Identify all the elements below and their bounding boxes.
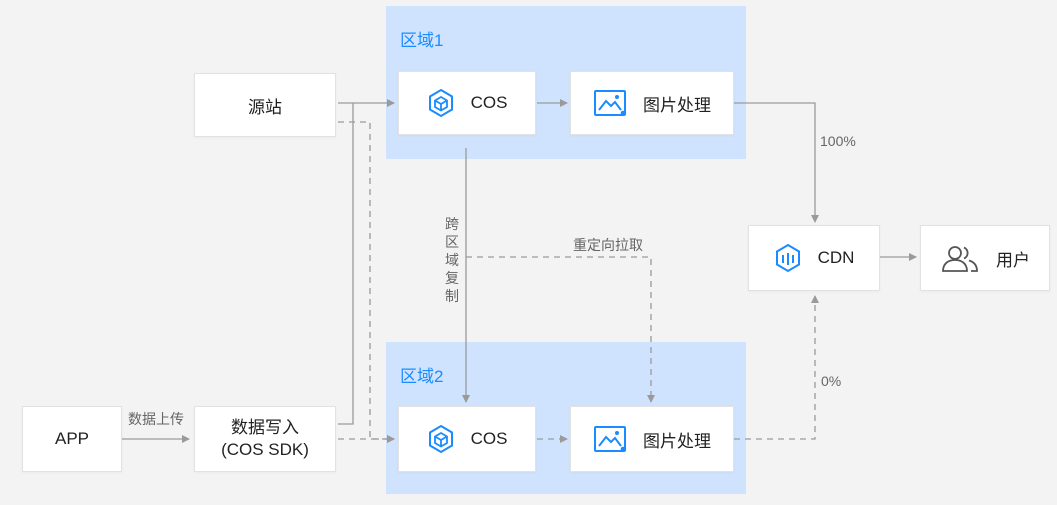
- cdn-node: CDN: [748, 225, 880, 291]
- cos-sdk-label: (COS SDK): [221, 440, 309, 459]
- cube-hexagon-icon: [427, 424, 455, 454]
- edge-img2-cdn-dashed: [734, 295, 819, 440]
- image-icon: [593, 88, 627, 118]
- image-processing-label: 图片处理: [643, 95, 711, 115]
- edge-write-origin: [338, 103, 354, 425]
- image-icon: [593, 424, 627, 454]
- app-label: APP: [54, 429, 90, 448]
- cube-hexagon-icon: [427, 88, 455, 118]
- user-node: 用户: [920, 225, 1050, 291]
- edge-redirect-dashed: [466, 256, 655, 403]
- percent-0-label: 0%: [821, 373, 842, 389]
- data-write-label: 数据写入: [231, 418, 299, 437]
- cdn-label: CDN: [817, 248, 855, 267]
- cos-label: COS: [470, 429, 508, 448]
- region-1-label: 区域1: [400, 31, 444, 50]
- origin-node: 源站: [194, 73, 336, 137]
- upload-label: 数据上传: [128, 411, 184, 427]
- data-write-node: 数据写入 (COS SDK): [194, 406, 336, 472]
- users-icon: [940, 242, 980, 274]
- app-node: APP: [22, 406, 122, 472]
- image-processing-node-region-1: 图片处理: [570, 71, 734, 135]
- cross-region-replication-label: 跨 区 域 复 制: [445, 216, 459, 304]
- percent-100-label: 100%: [820, 133, 856, 149]
- origin-label: 源站: [248, 97, 282, 117]
- cos-node-region-2: COS: [398, 406, 536, 472]
- redirect-pull-label: 重定向拉取: [573, 237, 643, 253]
- cdn-hexagon-icon: [774, 243, 802, 273]
- cos-label: COS: [470, 93, 508, 112]
- region-2-label: 区域2: [400, 367, 444, 386]
- image-processing-node-region-2: 图片处理: [570, 406, 734, 472]
- edge-origin-cos2-dashed: [338, 121, 395, 443]
- user-label: 用户: [996, 250, 1030, 270]
- image-processing-label: 图片处理: [643, 431, 711, 451]
- edge-img1-cdn: [734, 102, 819, 223]
- cos-node-region-1: COS: [398, 71, 536, 135]
